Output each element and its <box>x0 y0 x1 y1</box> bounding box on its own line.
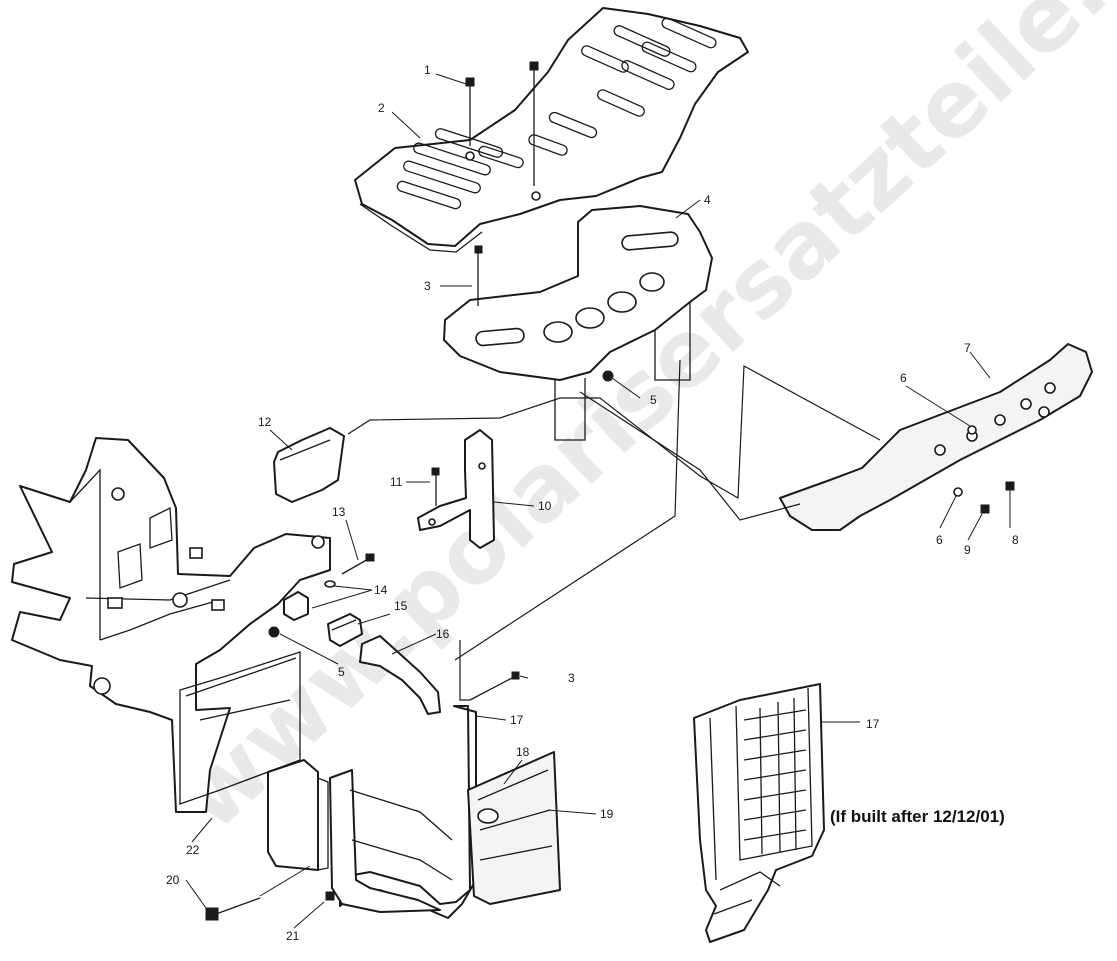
nut-icon <box>602 370 614 382</box>
nut-icon <box>325 891 335 901</box>
callout-17-inset: 17 <box>866 717 880 731</box>
tail-light-icon <box>273 427 345 503</box>
callout-1: 1 <box>424 63 431 77</box>
callout-5-lower: 5 <box>338 665 345 679</box>
nut-icon <box>268 626 280 638</box>
callout-16: 16 <box>436 627 450 641</box>
bolt-icon <box>465 61 539 186</box>
build-date-note: (If built after 12/12/01) <box>830 807 1005 826</box>
callout-6-upper: 6 <box>900 371 907 385</box>
callout-4: 4 <box>704 193 711 207</box>
callout-14: 14 <box>374 583 388 597</box>
bolt-icon <box>341 553 375 575</box>
callout-19: 19 <box>600 807 614 821</box>
callout-21: 21 <box>286 929 300 943</box>
frame-section-icon <box>11 437 331 813</box>
bolt-icon <box>205 897 261 921</box>
side-panel-icon <box>267 759 329 871</box>
callout-13: 13 <box>332 505 346 519</box>
callout-11: 11 <box>390 475 403 489</box>
callout-18: 18 <box>516 745 530 759</box>
strap-icon <box>359 635 441 715</box>
rack-bracket-icon <box>443 205 713 441</box>
light-bracket-icon <box>417 429 495 549</box>
callout-3-upper: 3 <box>424 279 431 293</box>
screw-icon <box>469 671 520 701</box>
bolt-icon <box>474 245 483 306</box>
cargo-rack-icon <box>354 7 749 253</box>
callout-5-upper: 5 <box>650 393 657 407</box>
clamp-icon <box>327 613 363 647</box>
leader-lines <box>185 73 1011 929</box>
callout-17: 17 <box>510 713 524 727</box>
callout-10: 10 <box>538 499 552 513</box>
mud-guard-grille-icon <box>693 683 825 943</box>
callout-3-lower: 3 <box>568 671 575 685</box>
callout-2: 2 <box>378 101 385 115</box>
callout-12: 12 <box>258 415 272 429</box>
spacer-icon <box>283 580 336 621</box>
callout-9: 9 <box>964 543 971 557</box>
callout-22: 22 <box>186 843 200 857</box>
rear-bumper-icon <box>779 343 1093 531</box>
foot-step-icon <box>329 705 477 919</box>
callout-20: 20 <box>166 873 180 887</box>
callout-8: 8 <box>1012 533 1019 547</box>
mud-flap-icon <box>467 751 561 905</box>
screw-icon <box>431 467 440 506</box>
callout-7: 7 <box>964 341 971 355</box>
callout-6-lower: 6 <box>936 533 943 547</box>
callout-labels: 1 2 3 4 5 6 7 8 9 6 10 11 12 13 14 15 16… <box>166 63 1019 943</box>
callout-15: 15 <box>394 599 408 613</box>
